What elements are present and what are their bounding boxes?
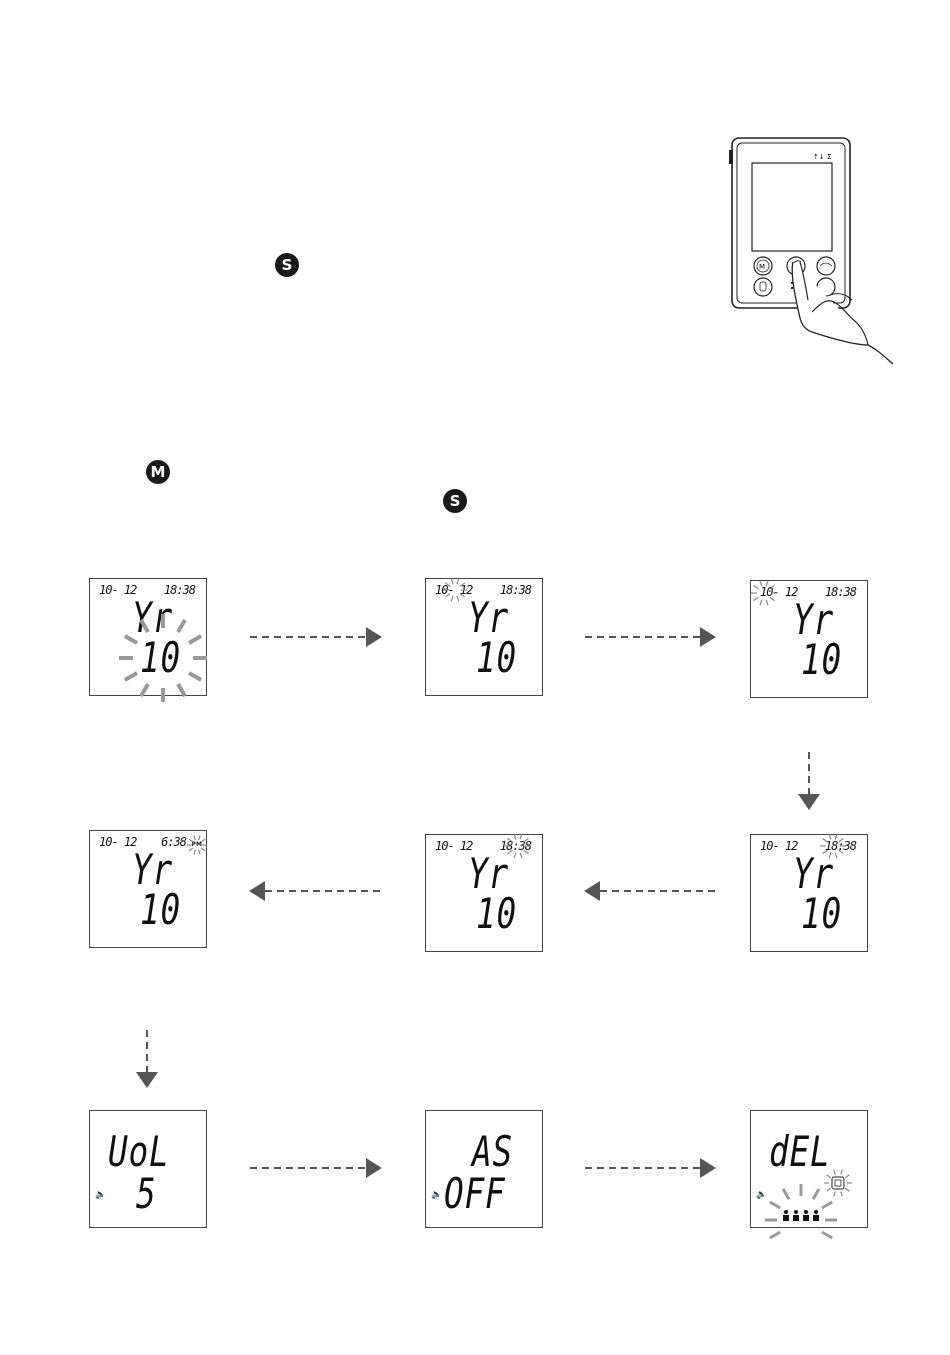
blink-ray xyxy=(189,636,201,643)
blink-ray xyxy=(753,597,758,601)
blink-ray xyxy=(451,579,453,585)
blink-ray xyxy=(829,834,831,840)
blink-ray xyxy=(189,839,193,842)
blink-ray xyxy=(457,596,459,602)
memory-icon xyxy=(832,1177,844,1189)
blink-ray xyxy=(841,1170,843,1175)
blink-ray xyxy=(199,835,201,840)
blink-ray xyxy=(125,636,137,643)
blink-ray xyxy=(813,1189,819,1199)
blink-ray xyxy=(822,838,827,842)
blink-ray xyxy=(822,1232,832,1238)
blink-ray xyxy=(760,581,762,587)
blink-ray xyxy=(507,838,512,842)
blink-ray xyxy=(835,834,837,840)
blink-ray xyxy=(835,853,837,859)
blink-ray xyxy=(460,594,465,598)
arrow-down xyxy=(136,1030,158,1088)
blink-ray xyxy=(460,583,465,587)
blink-ray xyxy=(760,600,762,606)
blink-ray xyxy=(845,1188,849,1191)
blink-ray xyxy=(822,850,827,854)
blink-ray xyxy=(178,620,185,632)
blink-ray xyxy=(841,1192,843,1197)
blink-ray xyxy=(141,620,148,632)
blink-ray xyxy=(520,834,522,840)
blink-ray xyxy=(753,585,758,589)
blink-ray xyxy=(141,684,148,696)
blink-ray xyxy=(178,684,185,696)
blink-ray xyxy=(201,839,205,842)
blink-ray xyxy=(514,853,516,859)
arrow-down xyxy=(798,752,820,810)
blink-ray xyxy=(770,1232,780,1238)
blink-indicators xyxy=(119,579,852,1238)
blink-ray xyxy=(507,850,512,854)
blink-ray xyxy=(839,850,844,854)
blink-ray xyxy=(827,1175,831,1178)
arrow-left xyxy=(249,881,380,901)
blink-ray xyxy=(201,848,205,851)
arrow-left xyxy=(584,881,715,901)
blink-ray xyxy=(199,850,201,855)
blink-ray xyxy=(451,596,453,602)
blink-ray xyxy=(834,1170,836,1175)
blink-ray xyxy=(839,838,844,842)
blink-ray xyxy=(845,1175,849,1178)
blink-ray xyxy=(189,848,193,851)
blink-ray xyxy=(524,838,529,842)
blink-ray xyxy=(125,673,137,680)
blink-ray xyxy=(783,1189,789,1199)
blink-ray xyxy=(770,585,775,589)
arrow-right xyxy=(585,1158,716,1178)
arrow-right xyxy=(250,1158,382,1178)
arrow-right xyxy=(250,627,382,647)
blink-ray xyxy=(445,583,450,587)
blink-ray xyxy=(770,597,775,601)
blink-ray xyxy=(520,853,522,859)
blink-ray xyxy=(822,1202,832,1208)
blink-ray xyxy=(834,1192,836,1197)
arrow-right xyxy=(585,627,716,647)
blink-ray xyxy=(827,1188,831,1191)
blink-ray xyxy=(445,594,450,598)
blink-ray xyxy=(766,600,768,606)
blink-ray xyxy=(457,579,459,585)
blink-ray xyxy=(189,673,201,680)
blink-ray xyxy=(514,834,516,840)
user-icons xyxy=(783,1210,819,1221)
blink-ray xyxy=(194,835,196,840)
blink-ray xyxy=(829,853,831,859)
blink-ray xyxy=(194,850,196,855)
blink-ray xyxy=(770,1202,780,1208)
blink-ray xyxy=(766,581,768,587)
blink-ray xyxy=(524,850,529,854)
